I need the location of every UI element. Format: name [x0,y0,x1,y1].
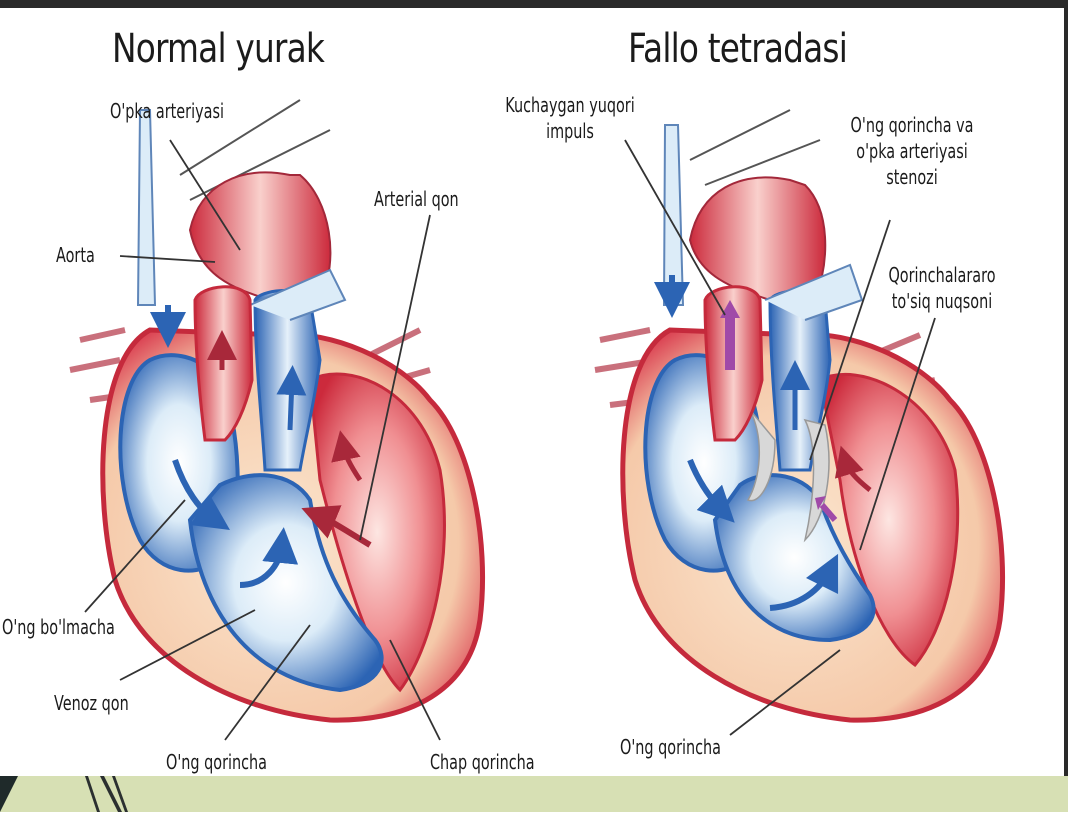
heart-diagrams [69,99,1006,741]
label-vsd-line2: to'siq nuqsoni [891,289,993,313]
label-arterial-blood: Arterial qon [374,187,459,211]
right-frame-bar [1064,0,1068,812]
label-stenosis-line1: O'ng qorincha va [850,113,974,137]
label-aorta: Aorta [56,243,95,267]
label-stenosis-line2: o'pka arteriyasi [856,139,968,163]
normal-heart [69,99,486,741]
label-increased-impulse: Kuchaygan yuqori impuls [498,92,642,144]
label-increased-impulse-line1: Kuchaygan yuqori [505,93,635,117]
label-stenosis-line3: stenozi [886,165,938,189]
label-vsd-line1: Qorinchalararo [888,263,996,287]
label-right-atrium: O'ng bo'lmacha [2,615,115,639]
label-right-ventricle-fallot: O'ng qorincha [620,735,722,759]
label-increased-impulse-line2: impuls [546,119,594,143]
label-vsd: Qorinchalararo to'siq nuqsoni [877,262,1007,314]
label-pulmonary-artery: O'pka arteriyasi [110,99,224,123]
label-venous-blood: Venoz qon [54,691,129,715]
footer-band [0,776,1068,812]
title-tetralogy-of-fallot: Fallo tetradasi [628,26,848,72]
fallot-heart [594,109,1006,736]
label-left-ventricle: Chap qorincha [430,750,535,774]
title-normal-heart: Normal yurak [112,26,325,72]
label-stenosis: O'ng qorincha va o'pka arteriyasi stenoz… [840,112,984,190]
label-right-ventricle-normal: O'ng qorincha [166,750,268,774]
top-frame-bar [0,0,1068,8]
footer-decoration [0,776,128,812]
